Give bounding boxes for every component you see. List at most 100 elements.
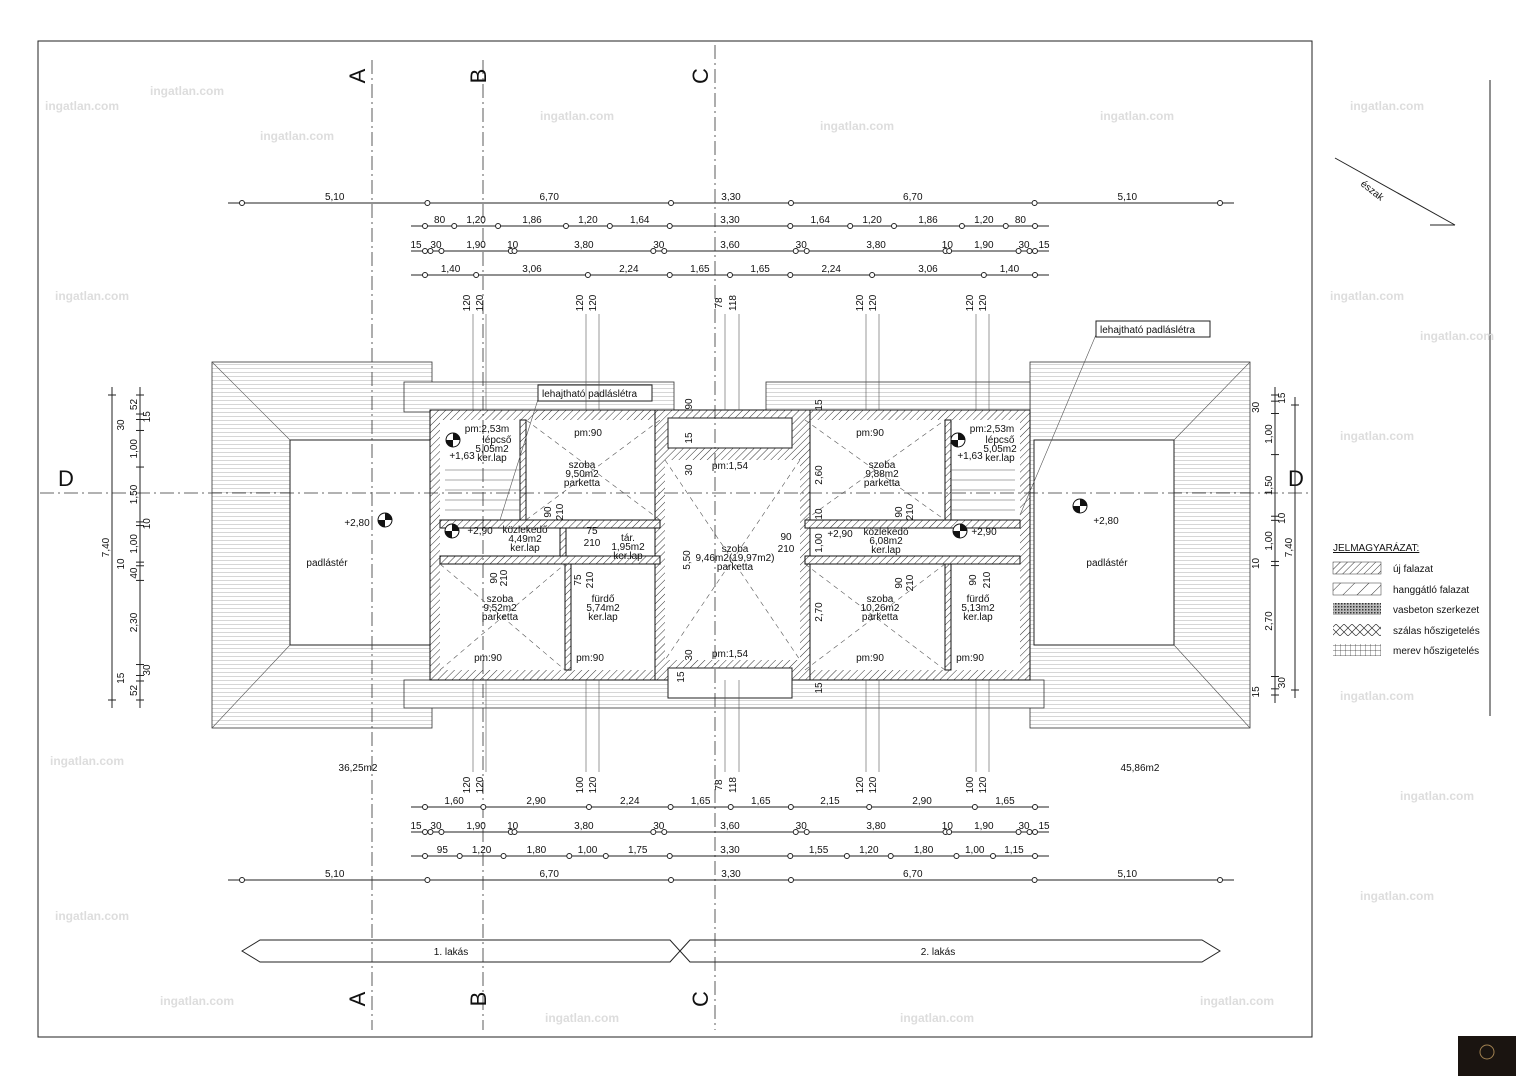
- legend-item: vasbeton szerkezet: [1393, 605, 1479, 616]
- dimension-value: 15: [410, 240, 422, 251]
- dimension-value: 1,40: [1000, 264, 1020, 275]
- svg-text:lehajtható padláslétra: lehajtható padláslétra: [542, 389, 638, 400]
- legend: JELMAGYARÁZAT: új falazat hanggátló fala…: [1332, 541, 1480, 657]
- plan-label: 90: [780, 532, 792, 543]
- dimension-value: 3,80: [866, 821, 886, 832]
- dimension-tick: [422, 248, 428, 254]
- dimension-value: 1,64: [630, 215, 650, 226]
- dimension-tick: [661, 248, 668, 254]
- dimension-value: 6,70: [539, 192, 559, 203]
- level-markers: [377, 432, 1088, 539]
- plan-label: 5,50: [682, 550, 693, 570]
- dimension-tick: [584, 272, 591, 278]
- dimension-value: 3,06: [522, 264, 542, 275]
- watermark: ingatlan.com: [160, 994, 234, 1008]
- dimension-tick: [1217, 877, 1223, 883]
- ladder-note-right: lehajtható padláslétra: [1019, 320, 1211, 516]
- room-labels: pm:2,53mlépcső5,05m2ker.lap+1,63pm:90szo…: [306, 398, 1128, 694]
- plan-label: pm:90: [474, 653, 502, 664]
- dimension-value: 1,55: [809, 845, 829, 856]
- dimension-tick: [438, 248, 445, 254]
- dimension-tick: [1002, 223, 1009, 229]
- dimension-value: 1,15: [1004, 845, 1024, 856]
- dimension-value: 1,65: [751, 796, 771, 807]
- dimension-tick: [562, 223, 569, 229]
- dimension-tick: [792, 248, 799, 254]
- walls: [429, 409, 1031, 699]
- dimension-value: 1,60: [444, 796, 464, 807]
- dimension-value: 80: [434, 215, 446, 226]
- axis-b-bottom: B: [466, 992, 491, 1007]
- plan-label: ker.lap: [985, 453, 1015, 464]
- plan-label: 1,95m2: [611, 542, 645, 553]
- dimension-value: 5,10: [1118, 192, 1138, 203]
- legend-item: szálas hőszigetelés: [1393, 626, 1480, 637]
- dimension-tick: [427, 829, 434, 835]
- dimension-value: 30: [430, 240, 442, 251]
- dimension-value: 10: [507, 240, 519, 251]
- dimension-value: 30: [1018, 240, 1030, 251]
- plan-label: 90: [894, 577, 905, 589]
- opening-dimension: 120: [855, 776, 866, 793]
- dimension-value: 1,00: [129, 439, 140, 459]
- dimension-value: 3,30: [720, 845, 740, 856]
- dimension-value: 15: [142, 411, 153, 423]
- plan-label: ker.lap: [613, 551, 643, 562]
- unit-2-label: 2. lakás: [921, 947, 955, 958]
- dimension-tick: [668, 200, 675, 206]
- dimension-tick: [946, 248, 953, 254]
- plan-label: parketta: [564, 478, 601, 489]
- drawing-border: [37, 40, 1313, 1038]
- dimension-tick: [792, 829, 799, 835]
- dimension-value: 1,00: [1264, 424, 1275, 444]
- plan-label: parketta: [862, 612, 899, 623]
- dimension-tick: [891, 223, 898, 229]
- axis-a-bottom: A: [345, 991, 370, 1006]
- level-marker-icon: [950, 432, 966, 448]
- dimension-value: 1,00: [578, 845, 598, 856]
- plan-label: +2,90: [827, 529, 853, 540]
- dimension-value: 3,30: [721, 869, 741, 880]
- watermark: ingatlan.com: [1340, 689, 1414, 703]
- dimension-value: 5,10: [1118, 869, 1138, 880]
- dimension-value: 1,90: [466, 240, 486, 251]
- dimension-tick: [661, 829, 668, 835]
- dimension-value: 1,90: [466, 821, 486, 832]
- plan-label: 90: [684, 398, 695, 410]
- dimension-value: 1,50: [129, 484, 140, 504]
- north-label: észak: [1358, 179, 1386, 204]
- dimension-tick: [1032, 272, 1038, 278]
- dimension-value: 30: [142, 664, 153, 676]
- dimension-tick: [787, 272, 794, 278]
- dimension-tick: [473, 272, 480, 278]
- watermark: ingatlan.com: [1100, 109, 1174, 123]
- dimension-value: 10: [942, 240, 954, 251]
- plan-label: +2,90: [971, 527, 997, 538]
- plan-label: tár.: [621, 533, 635, 544]
- dimension-value: 30: [796, 240, 808, 251]
- dimension-value: 15: [1277, 392, 1288, 404]
- watermark: ingatlan.com: [45, 99, 119, 113]
- plan-label: 75: [586, 526, 598, 537]
- dimension-tick: [427, 248, 434, 254]
- plan-label: 210: [585, 571, 596, 588]
- dimension-value: 1,80: [527, 845, 547, 856]
- dimension-tick: [1026, 829, 1033, 835]
- dimension-value: 15: [410, 821, 422, 832]
- dimension-value: 3,60: [720, 821, 740, 832]
- dimension-tick: [946, 829, 953, 835]
- dimension-tick: [1032, 853, 1038, 859]
- area-right: 45,86m2: [1121, 763, 1160, 774]
- dimension-value: 30: [653, 821, 665, 832]
- dimension-value: 15: [1038, 821, 1050, 832]
- plan-label: +1,63: [957, 451, 983, 462]
- dimension-tick: [511, 829, 518, 835]
- dimension-tick: [650, 829, 657, 835]
- svg-text:lehajtható padláslétra: lehajtható padláslétra: [1100, 325, 1196, 336]
- dimension-value: 1,90: [974, 821, 994, 832]
- plan-label: 210: [555, 503, 566, 520]
- dimension-tick: [666, 272, 673, 278]
- plan-label: 10: [814, 508, 825, 520]
- plan-label: 15: [814, 399, 825, 411]
- dimension-tick: [668, 877, 675, 883]
